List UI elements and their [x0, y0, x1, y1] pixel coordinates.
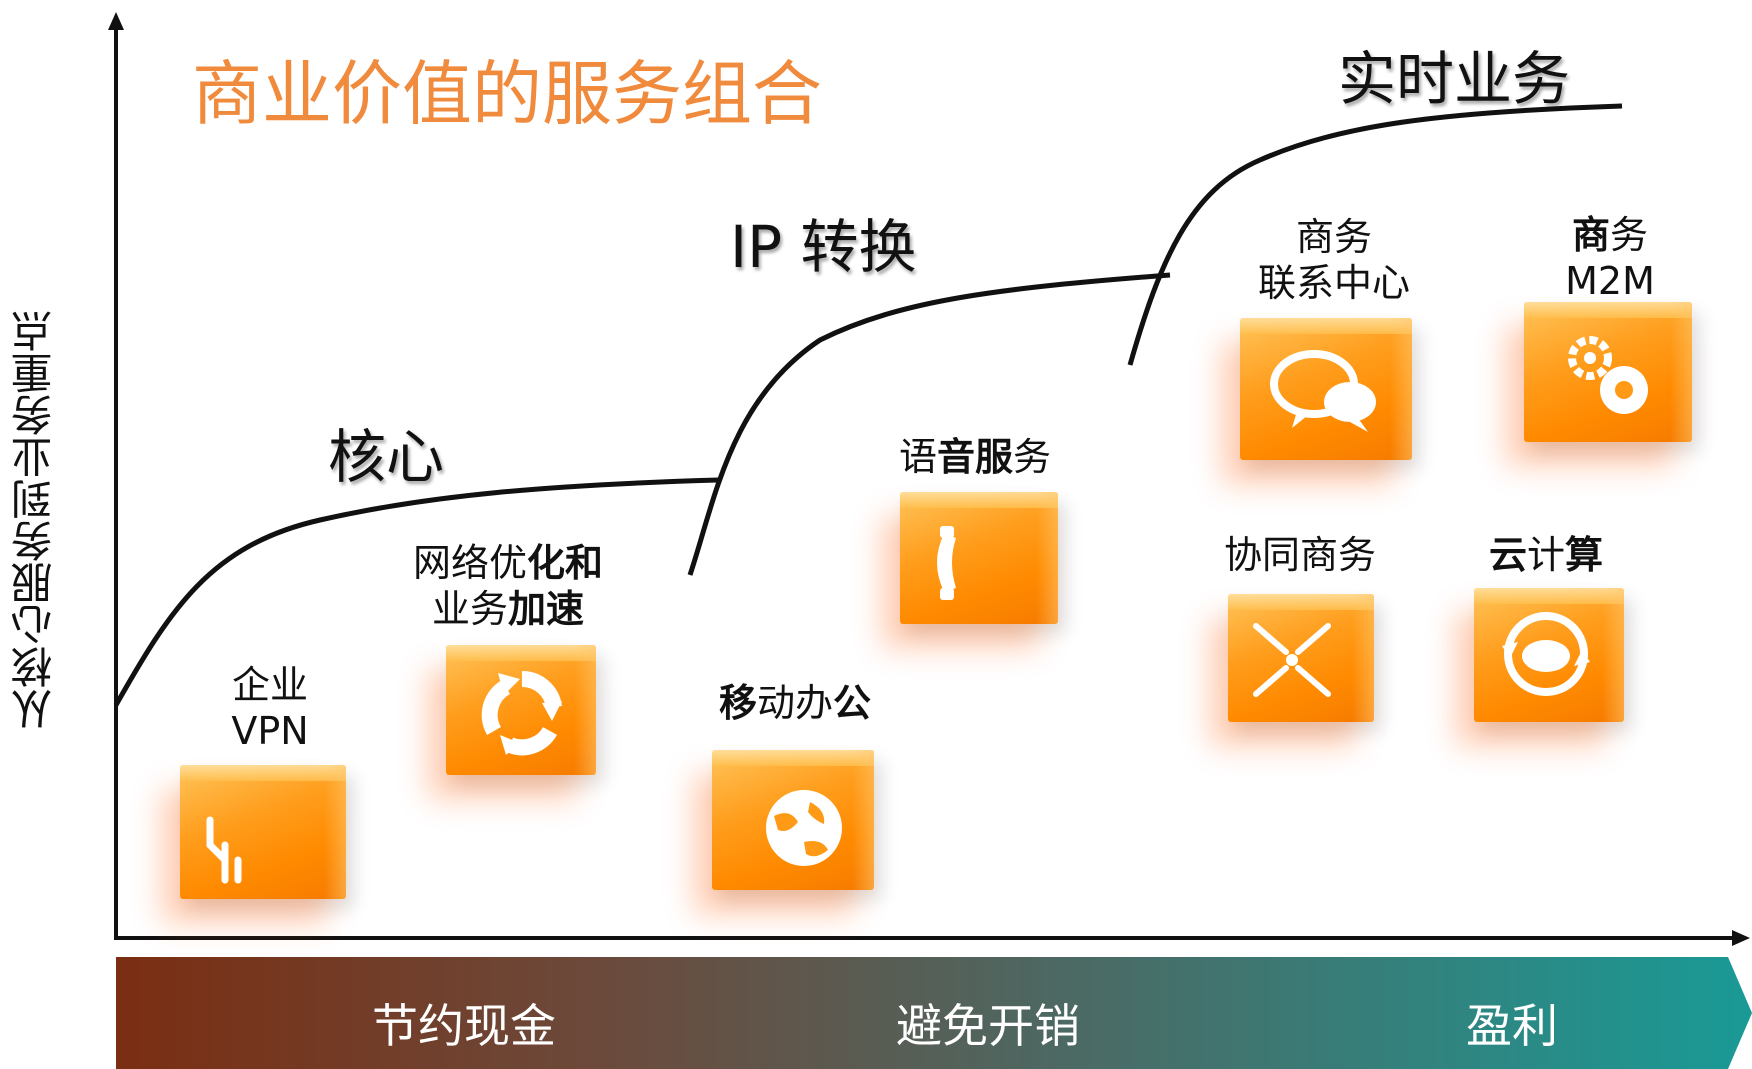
gears-icon [1568, 336, 1648, 414]
y-axis-arrow [108, 12, 124, 30]
y-axis-label: 从核心服务到业务重点 [10, 310, 59, 730]
stage-label-realtime: 实时业务 [1338, 45, 1571, 113]
stage-label-core: 核心 [328, 423, 445, 491]
refresh-arrows-icon [481, 670, 562, 756]
service-label-mobile-office: 移动办公 [718, 681, 872, 725]
service-label-collaboration: 协同商务 [1223, 533, 1376, 577]
converge-arrows-icon [1253, 623, 1331, 697]
service-label-m2m: 商务 M2M [1565, 213, 1655, 303]
curve-ip [687, 272, 1171, 576]
band-label-save-cash: 节约现金 [372, 999, 556, 1053]
service-label-vpn: 企业 VPN [231, 663, 309, 753]
band-label-avoid-cost: 避免开销 [896, 999, 1080, 1053]
chat-bubbles-icon [1270, 350, 1376, 432]
globe-icon [766, 790, 842, 866]
service-cube-m2m [1524, 302, 1692, 442]
phone-icon [937, 526, 956, 600]
service-cube-wan-optimization [446, 645, 596, 775]
service-cube-vpn [180, 765, 346, 899]
service-cube-mobile-office [712, 750, 874, 890]
service-cube-collaboration [1228, 594, 1374, 722]
band-label-profit: 盈利 [1466, 999, 1558, 1053]
stage-label-ip: IP 转换 [730, 213, 917, 281]
curve-core [113, 477, 719, 707]
branch-icon [206, 816, 242, 884]
service-cube-voice [900, 492, 1058, 624]
cloud-cycle-icon [1502, 612, 1590, 696]
curve-realtime [1127, 103, 1623, 366]
service-cube-cloud [1474, 588, 1624, 722]
service-label-wan-optimization: 网络优化和 业务加速 [412, 541, 604, 631]
service-label-contact-center: 商务 联系中心 [1257, 215, 1410, 305]
page-title: 商业价值的服务组合 [192, 53, 822, 135]
service-cube-contact-center [1240, 318, 1412, 460]
service-label-cloud: 云计算 [1488, 533, 1604, 577]
value-band [116, 957, 1752, 1069]
service-label-voice: 语音服务 [898, 435, 1052, 479]
x-axis-arrow [1732, 930, 1750, 946]
